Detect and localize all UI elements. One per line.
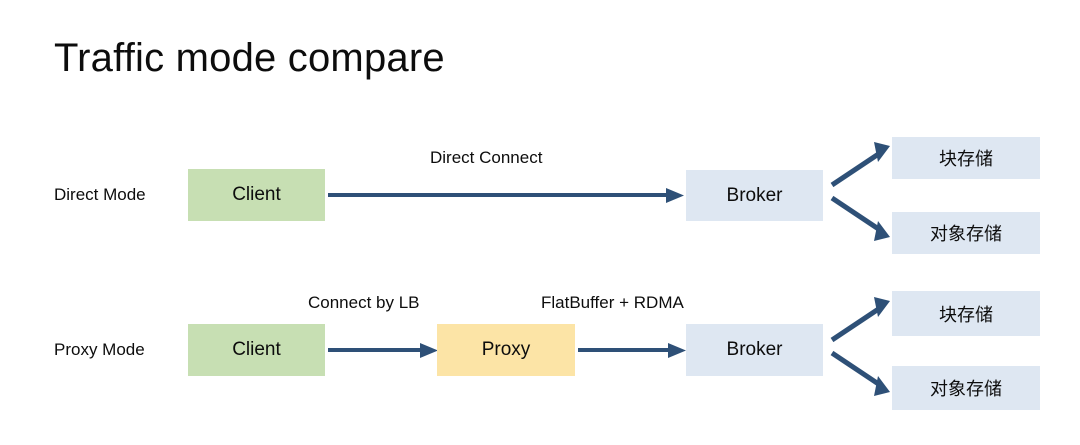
node-proxy-proxy-label: Proxy	[481, 339, 531, 360]
node-proxy-broker-label: Broker	[726, 339, 783, 360]
node-direct-client-label: Client	[232, 184, 281, 205]
node-direct-block-storage-label: 块存储	[939, 149, 993, 170]
node-proxy-object-storage[interactable]: 对象存储	[892, 366, 1040, 410]
node-proxy-block-storage-label: 块存储	[939, 304, 993, 326]
edge-label-flatbuffer-rdma: FlatBuffer + RDMA	[541, 293, 684, 312]
arrow-direct-broker-to-object-storage	[830, 195, 890, 241]
arrow-proxy-broker-to-object-storage	[830, 350, 890, 396]
arrow-proxy-client-to-proxy	[328, 343, 438, 358]
node-proxy-broker[interactable]: Broker	[686, 324, 823, 376]
node-direct-broker-label: Broker	[726, 184, 783, 206]
edge-label-connect-by-lb: Connect by LB	[308, 293, 420, 312]
node-direct-broker[interactable]: Broker	[686, 170, 823, 221]
page-title: Traffic mode compare	[54, 36, 445, 80]
row-label-proxy-mode: Proxy Mode	[54, 340, 145, 359]
node-direct-block-storage[interactable]: 块存储	[892, 137, 1040, 179]
arrow-proxy-proxy-to-broker	[578, 343, 686, 358]
arrow-direct-client-to-broker	[328, 188, 684, 203]
node-proxy-block-storage[interactable]: 块存储	[892, 291, 1040, 336]
row-label-direct-mode: Direct Mode	[54, 185, 146, 204]
node-proxy-object-storage-label: 对象存储	[930, 379, 1002, 400]
arrow-proxy-broker-to-block-storage	[830, 297, 890, 343]
arrow-direct-broker-to-block-storage	[830, 142, 890, 188]
node-direct-object-storage-label: 对象存储	[930, 224, 1002, 245]
node-direct-client[interactable]: Client	[188, 169, 325, 221]
node-direct-object-storage[interactable]: 对象存储	[892, 212, 1040, 254]
node-proxy-proxy[interactable]: Proxy	[437, 324, 575, 376]
edge-label-direct-connect: Direct Connect	[430, 148, 543, 167]
node-proxy-client-label: Client	[232, 339, 281, 360]
node-proxy-client[interactable]: Client	[188, 324, 325, 376]
